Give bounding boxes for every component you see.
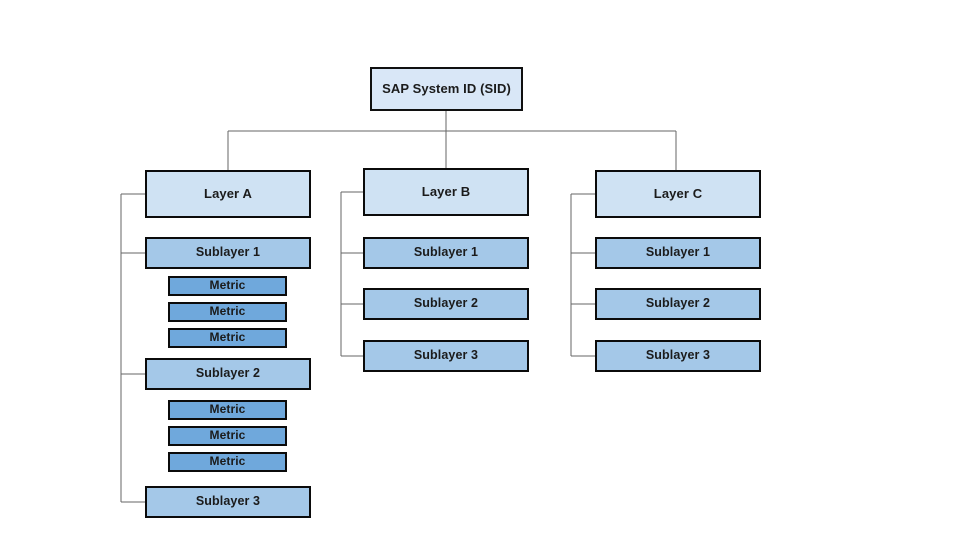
node-layer-a-sublayer-2-metric-2[interactable]: Metric [168,426,287,446]
node-layer-a[interactable]: Layer A [145,170,311,218]
node-layer-a-sublayer-1-metric-2[interactable]: Metric [168,302,287,322]
node-layer-a-sublayer-2-metric-1[interactable]: Metric [168,400,287,420]
node-layer-b[interactable]: Layer B [363,168,529,216]
node-layer-a-sublayer-1-metric-3[interactable]: Metric [168,328,287,348]
node-layer-c[interactable]: Layer C [595,170,761,218]
node-layer-a-sublayer-1[interactable]: Sublayer 1 [145,237,311,269]
node-layer-a-sublayer-2-metric-3[interactable]: Metric [168,452,287,472]
node-layer-c-sublayer-2[interactable]: Sublayer 2 [595,288,761,320]
node-layer-c-sublayer-1[interactable]: Sublayer 1 [595,237,761,269]
node-layer-c-sublayer-3[interactable]: Sublayer 3 [595,340,761,372]
node-layer-a-sublayer-2[interactable]: Sublayer 2 [145,358,311,390]
node-layer-b-sublayer-3[interactable]: Sublayer 3 [363,340,529,372]
node-layer-b-sublayer-1[interactable]: Sublayer 1 [363,237,529,269]
node-layer-b-sublayer-2[interactable]: Sublayer 2 [363,288,529,320]
node-sap-system-id[interactable]: SAP System ID (SID) [370,67,523,111]
node-layer-a-sublayer-1-metric-1[interactable]: Metric [168,276,287,296]
node-layer-a-sublayer-3[interactable]: Sublayer 3 [145,486,311,518]
